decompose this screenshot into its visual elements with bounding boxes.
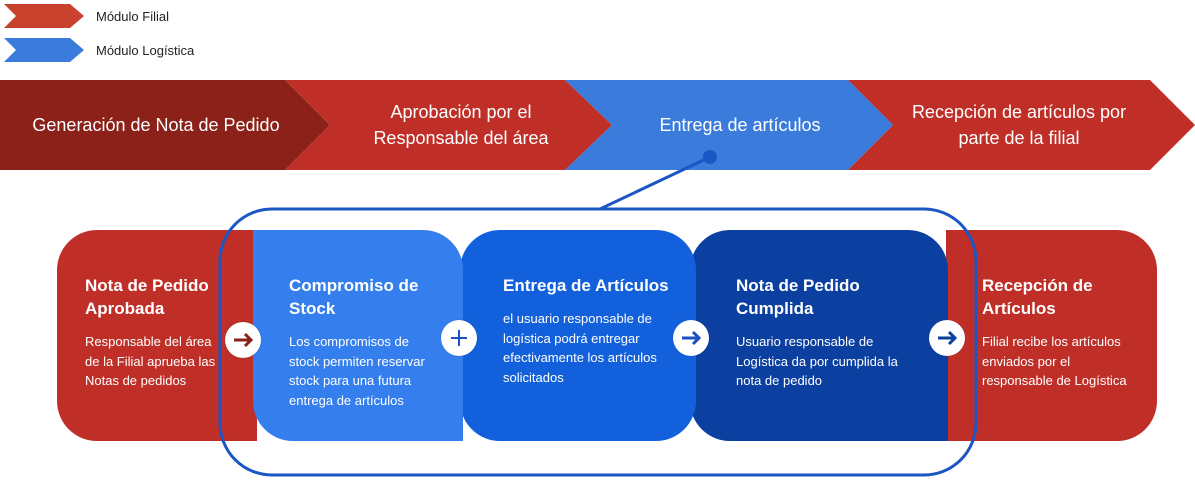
- plus-icon: [451, 330, 467, 346]
- card-compromiso-stock: Compromiso de Stock Los compromisos de s…: [253, 230, 463, 441]
- connector-1: [225, 322, 261, 358]
- step-recepcion-label: Recepción de artículos por parte de la f…: [911, 102, 1127, 148]
- legend-logistica-arrow-icon: [4, 38, 84, 62]
- card-compromiso-title: Compromiso de Stock: [289, 276, 419, 318]
- connector-4: [929, 320, 965, 356]
- step-recepcion-shape: [848, 80, 1195, 170]
- step-aprobacion-label: Aprobación por el Responsable del área: [373, 102, 549, 148]
- step-aprobacion-shape: [285, 80, 612, 170]
- arrow-right-icon: [682, 330, 702, 346]
- card-entrega-text: el usuario responsable de logística podr…: [503, 311, 657, 385]
- step-generacion-shape: [0, 80, 330, 170]
- card-nota-cumplida: Nota de Pedido Cumplida Usuario responsa…: [690, 230, 948, 441]
- card-recepcion-title: Recepción de Artículos: [982, 276, 1093, 318]
- card-nota-aprobada-title: Nota de Pedido Aprobada: [85, 276, 209, 318]
- card-recepcion-articulos: Recepción de Artículos Filial recibe los…: [946, 230, 1157, 441]
- arrow-right-icon: [234, 332, 254, 348]
- step-generacion-label: Generación de Nota de Pedido: [32, 115, 280, 135]
- card-nota-cumplida-text: Usuario responsable de Logística da por …: [736, 334, 898, 388]
- card-compromiso-text: Los compromisos de stock permiten reserv…: [289, 334, 425, 408]
- card-nota-cumplida-title: Nota de Pedido Cumplida: [736, 276, 860, 318]
- arrow-right-icon: [938, 330, 958, 346]
- card-entrega-articulos: Entrega de Artículos el usuario responsa…: [460, 230, 696, 441]
- card-entrega-title: Entrega de Artículos: [503, 276, 669, 295]
- card-nota-aprobada-text: Responsable del área de la Filial aprueb…: [85, 334, 216, 388]
- legend-logistica-label: Módulo Logística: [96, 42, 195, 58]
- step-entrega-label: Entrega de artículos: [659, 115, 821, 135]
- connector-2: [441, 320, 477, 356]
- step-entrega-shape: [565, 80, 893, 170]
- connector-3: [673, 320, 709, 356]
- process-chevrons: [0, 80, 1195, 170]
- legend-filial-label: Módulo Filial: [96, 8, 169, 24]
- legend-filial-arrow-icon: [4, 4, 84, 28]
- card-recepcion-text: Filial recibe los artículos enviados por…: [982, 334, 1127, 388]
